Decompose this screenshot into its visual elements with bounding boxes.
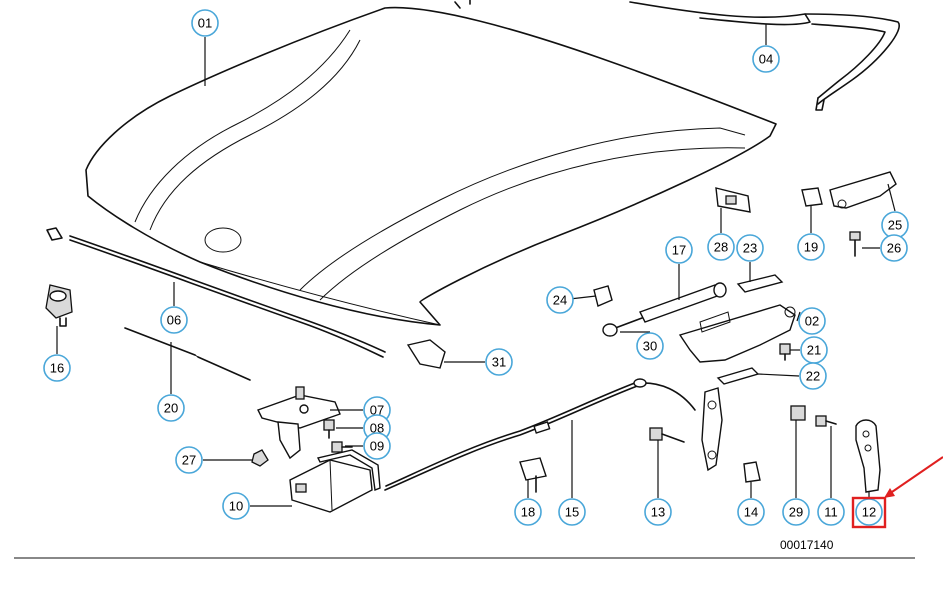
hood-seal — [454, 0, 900, 111]
callout-21: 21 — [800, 336, 828, 364]
callout-label: 19 — [804, 240, 818, 255]
callout-18: 18 — [514, 498, 542, 526]
seal-strip — [46, 227, 386, 358]
callout-label: 27 — [182, 453, 196, 468]
callout-11: 11 — [817, 498, 845, 526]
callout-label: 12 — [862, 505, 876, 520]
callout-label: 29 — [789, 505, 803, 520]
hinge-part-25 — [829, 171, 897, 209]
hood-buffer — [45, 284, 73, 327]
screw-26 — [849, 231, 861, 257]
callout-label: 25 — [888, 218, 902, 233]
callout-06: 06 — [160, 306, 188, 334]
callout-label: 21 — [807, 343, 821, 358]
callout-14: 14 — [737, 498, 765, 526]
callout-19: 19 — [797, 233, 825, 261]
callout-label: 28 — [714, 240, 728, 255]
callout-label: 02 — [805, 314, 819, 329]
bolt-09 — [331, 441, 353, 453]
screw-08 — [323, 419, 335, 439]
callout-label: 22 — [806, 369, 820, 384]
callout-label: 30 — [643, 339, 657, 354]
callout-31: 31 — [485, 348, 513, 376]
callout-22: 22 — [799, 362, 827, 390]
callout-13: 13 — [644, 498, 672, 526]
callout-01: 01 — [191, 9, 219, 37]
callout-15: 15 — [558, 498, 586, 526]
screw-11 — [815, 415, 837, 427]
callout-label: 17 — [672, 243, 686, 258]
stop-19 — [801, 187, 823, 207]
bushing-28 — [715, 187, 751, 213]
callout-30: 30 — [636, 332, 664, 360]
callout-label: 11 — [824, 505, 838, 520]
callout-label: 26 — [887, 241, 901, 256]
callout-label: 01 — [198, 16, 212, 31]
clip-23 — [736, 274, 784, 293]
callout-label: 23 — [743, 241, 757, 256]
callout-label: 14 — [744, 505, 758, 520]
callout-09: 09 — [363, 432, 391, 460]
callout-12: 12 — [855, 498, 883, 526]
callout-label: 08 — [370, 421, 384, 436]
callout-16: 16 — [43, 354, 71, 382]
release-handle-12 — [855, 419, 881, 493]
callout-24: 24 — [546, 286, 574, 314]
callout-label: 20 — [164, 401, 178, 416]
hood-lock — [289, 449, 381, 513]
callout-02: 02 — [798, 307, 826, 335]
callout-label: 31 — [492, 355, 506, 370]
callout-10: 10 — [222, 492, 250, 520]
clip-18 — [519, 457, 547, 493]
highlight-arrow — [884, 456, 943, 498]
callout-label: 07 — [370, 403, 384, 418]
callout-label: 06 — [167, 313, 181, 328]
callout-28: 28 — [707, 233, 735, 261]
callout-label: 15 — [565, 505, 579, 520]
callout-label: 13 — [651, 505, 665, 520]
callout-20: 20 — [157, 394, 185, 422]
bolt-13 — [649, 427, 685, 443]
callout-23: 23 — [736, 234, 764, 262]
clip-24 — [593, 285, 613, 307]
screw-21 — [779, 343, 791, 361]
plate-22 — [716, 367, 760, 385]
highlight-box — [851, 496, 887, 529]
callout-25: 25 — [881, 211, 909, 239]
callout-label: 09 — [370, 439, 384, 454]
plug-14 — [743, 461, 761, 483]
latch-bracket — [257, 386, 341, 460]
release-lever — [701, 387, 723, 472]
callout-label: 04 — [759, 52, 773, 67]
nut-27 — [251, 449, 269, 467]
callout-label: 16 — [50, 361, 64, 376]
callout-label: 10 — [229, 499, 243, 514]
callout-label: 24 — [553, 293, 567, 308]
document-number: 00017140 — [780, 538, 834, 552]
callout-04: 04 — [752, 45, 780, 73]
callout-label: 18 — [521, 505, 535, 520]
callout-17: 17 — [665, 236, 693, 264]
gas-strut — [602, 282, 727, 337]
callout-29: 29 — [782, 498, 810, 526]
bracket-31 — [406, 339, 446, 369]
bush-29 — [790, 405, 806, 421]
hood-panel — [85, 6, 777, 326]
release-cable — [384, 378, 696, 491]
callout-27: 27 — [175, 446, 203, 474]
release-rod — [124, 327, 251, 381]
leader-lines — [56, 24, 896, 507]
hood-hinge — [678, 304, 796, 363]
callout-26: 26 — [880, 234, 908, 262]
